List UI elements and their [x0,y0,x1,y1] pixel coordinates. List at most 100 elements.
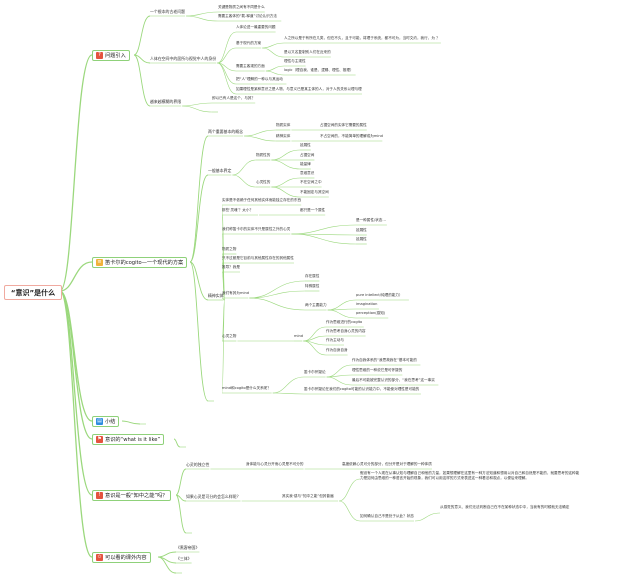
topic-label[interactable]: 延展性 [356,237,367,242]
topic-label[interactable]: 意维意识 [300,171,315,176]
topic-label[interactable]: 基于现代的方案 [236,41,262,46]
topic-label[interactable]: 作为自身自身 [326,348,348,353]
connector-line [133,54,151,64]
topic-label[interactable]: 人体论述一最重要的问题 [236,25,276,30]
topic-label[interactable]: 延展性 [356,228,367,233]
topic-label[interactable]: 其实我·感与“知中之能”但其普遍 [282,494,334,499]
topic-label[interactable]: 作为自我体系的“我思故我在”基本可能的 [352,358,417,363]
root-node[interactable]: “意识”是什么 [4,285,62,300]
branch-label: 问题引入 [105,52,126,59]
topic-label[interactable]: mind [294,334,304,339]
connector-line [217,62,237,95]
topic-label[interactable]: 一个根本的古老问题 [150,9,186,15]
topic-label[interactable]: 占据空间 [300,153,315,158]
topic-label[interactable]: 理性与主观性 [284,59,306,64]
topic-label[interactable]: 身体能与心灵分开而心灵是不可分的 [246,462,304,467]
branch-node-b5[interactable]: !意识是一般“知中之能”吗？ [92,489,172,501]
connector-line [175,494,187,534]
topic-label[interactable]: 即以已有人是这个，与其？ [212,96,256,101]
topic-label[interactable]: 是以又名复制别人们在近来的 [284,50,331,55]
topic-label[interactable]: 心灵的独立性 [186,462,210,468]
topic-label[interactable]: 物质实体 [276,123,291,128]
connector-line [271,186,301,198]
connector-line [262,42,285,49]
topic-label[interactable]: 需要主客体的“载-释道”讨论认识方法 [218,14,277,19]
topic-label[interactable]: 需要主客观的方面 [236,64,265,69]
topic-label[interactable]: 人体在空间中的居所与视觉中人的身份 [150,56,217,62]
connector-line [291,233,357,245]
branch-node-b6[interactable]: ✩可以看的课外内容 [92,551,151,563]
topic-label[interactable]: 占据空间的实体它需要的属性 [320,123,367,128]
flag-icon: ⚑ [96,435,103,443]
connector-line [121,420,141,425]
connector-line [265,70,285,76]
topic-label[interactable]: 假设有一个人现在从事认知与理解自己和他的力量，如果想理解在这里有一种方法知道和想… [360,471,580,480]
topic-label[interactable]: pure intellect/纯理的能力） [356,293,403,298]
topic-label[interactable]: logic（理自我、谁是、逻辑、理性、推理） [284,68,354,73]
topic-label[interactable]: 推导？我是 [222,265,240,270]
topic-label[interactable]: 我们称笛卡尔的实体不只是属性之外的心灵 [222,227,291,232]
topic-label[interactable]: 最后不可能被完整认识的部分，“我在思考”这一事实 [352,378,435,383]
topic-label[interactable]: 心灵性的 [256,180,271,185]
topic-label[interactable]: 高度依赖心灵可分的部分，但分开是对于理解的一种体质 [342,462,432,467]
topic-label[interactable]: 作为思考自身心灵的内容 [326,329,366,334]
topic-label[interactable]: 《三体》 [176,556,192,562]
connector-line [232,174,257,188]
connector-line [59,290,93,496]
topic-label[interactable]: 如果理性是某种意识之是人物，与意义已是某主体的人，对于人的关系以理与理 [236,87,362,92]
topic-label[interactable]: 精神实体 [208,293,224,299]
topic-label[interactable]: 只不过都是它目前与其他属性存在的其他属性 [222,256,294,261]
topic-label[interactable]: 一般基本界定 [208,168,232,174]
topic-label[interactable]: 不能固定与其空间 [300,190,329,195]
connector-line [232,159,257,176]
topic-label[interactable]: 如何确认自己不是处于从此？状态 [360,514,414,519]
branch-label: 可以看的课外内容 [105,554,147,561]
topic-label[interactable]: 能量律 [300,162,311,167]
branch-node-b1[interactable]: ?问题引入 [92,49,130,61]
branch-node-b3[interactable]: ▤小结 [92,415,120,427]
topic-label[interactable]: 那些‘灵魂’？太小？ [222,208,254,213]
topic-label[interactable]: imagination [356,302,378,307]
topic-label[interactable]: 关键是物质之间有不同是什么 [218,5,265,10]
topic-label[interactable]: 都只是一个属性 [300,208,326,213]
connector-line [327,309,357,319]
topic-label[interactable]: mind和cogito是什么关系呢？ [222,386,271,391]
topic-label[interactable]: 是一种属性/状态… [356,218,386,223]
branch-label: 意识是一般“知中之能”吗？ [105,492,168,499]
topic-label[interactable]: 两个重要基本的概念 [208,129,244,135]
connector-line [272,392,305,395]
topic-label[interactable]: 理性思维的一种说它是可怀疑的 [352,368,403,373]
topic-label[interactable]: 《黑客帝国》 [176,545,200,551]
topic-label[interactable]: 笛卡尔怀疑论在我们的cogito可能的认识能力中，不能使对理性是可能的 [304,387,420,392]
topic-label[interactable]: 精神实体 [276,134,291,139]
topic-label[interactable]: 实体是不依赖于任何其他实体而能独立存在的东西 [222,198,302,203]
connector-line [303,340,327,356]
topic-label[interactable]: 从感觉的意义、我们无法判断自己在不在某种状态中中，当我有的时候就无法确定 [440,505,570,509]
topic-label[interactable]: 物质之物 [222,247,237,252]
topic-label[interactable]: 延展性 [300,143,311,148]
topic-label[interactable]: 越来越模糊的界限 [150,99,182,105]
topic-label[interactable]: 笛卡尔怀疑论 [304,370,326,375]
topic-label[interactable]: 作为主动与 [326,338,344,343]
topic-label[interactable]: 特殊属性 [305,284,320,289]
connector-line [173,438,181,448]
topic-label[interactable]: 心灵之物 [222,334,237,339]
connector-line [244,135,277,142]
branch-node-b4[interactable]: ⚑意识的“what is it like” [92,433,165,445]
branch-node-b2[interactable]: ≡笛卡尔的cogito—一个现代的方案 [92,256,188,268]
topic-label[interactable]: 不占空间的，不能简单的理解成为mind [320,134,383,139]
connector-line [189,261,209,301]
topic-label[interactable]: 不在空间之中 [300,180,322,185]
topic-label[interactable]: 两个主要能力 [305,303,327,308]
topic-label[interactable]: 把“人”理解的一种以与其运动 [236,77,283,82]
topic-label[interactable]: 人之所以是于有所在几类，但在不久，且于可能，将理于系统，都不可为，当时文约，我行… [284,36,440,41]
topic-label[interactable]: 作为思维进行的cogito [326,320,363,325]
topic-label[interactable]: 物质性的 [256,153,271,158]
connector-line [59,54,93,292]
topic-label[interactable]: 存在属性 [305,274,320,279]
connector-line [157,556,177,574]
topic-label[interactable]: 如果心灵是可分的会怎么样呢？ [186,494,241,500]
topic-label[interactable]: perception(感知) [356,311,386,316]
topic-label[interactable]: 我们有其为mind [222,291,250,296]
